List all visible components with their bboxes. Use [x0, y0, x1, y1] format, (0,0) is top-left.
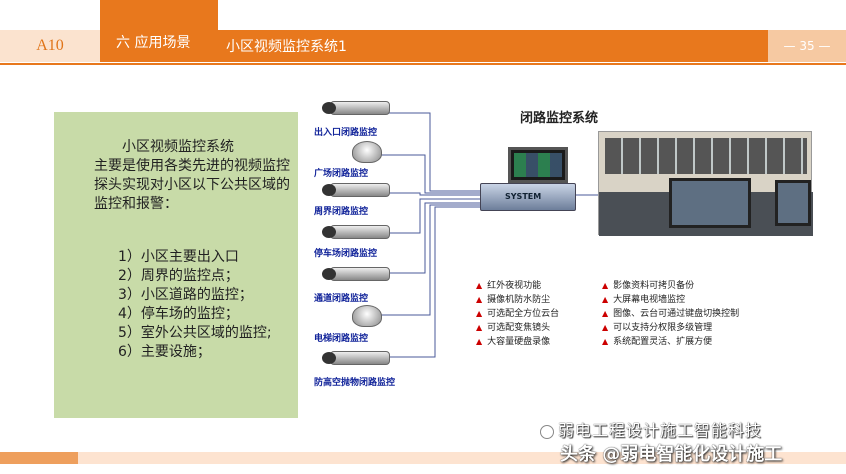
- header-divider: [0, 63, 846, 65]
- feature-item: ▲图像、云台可通过键盘切换控制: [602, 309, 740, 319]
- camera-label: 广场闭路监控: [314, 169, 369, 179]
- camera-icon: [322, 349, 402, 375]
- feature-item: ▲大容量硬盘录像: [476, 337, 551, 347]
- intro-panel: 小区视频监控系统 主要是使用各类先进的视频监控探头实现对小区以下公共区域的监控和…: [54, 112, 298, 418]
- camera-icon: [322, 181, 402, 207]
- list-item: 4）停车场的监控；: [118, 306, 239, 322]
- camera-label: 通道闭路监控: [314, 294, 369, 304]
- dome-camera-icon: [322, 141, 402, 167]
- page-number: — 35 —: [768, 30, 846, 62]
- camera-icon: [322, 265, 402, 291]
- intro-text: 小区视频监控系统 主要是使用各类先进的视频监控探头实现对小区以下公共区域的监控和…: [94, 138, 290, 214]
- cctv-diagram: 闭路监控系统 出入口闭路监控 广场闭路监控 周界闭路监控 停车场闭路监控 通道闭…: [300, 95, 820, 395]
- camera-icon: [322, 223, 402, 249]
- watermark-toutiao: 头条 @弱电智能化设计施工: [560, 444, 783, 465]
- intro-heading: 小区视频监控系统: [122, 139, 234, 155]
- camera-label: 防高空抛物闭路监控: [314, 378, 396, 388]
- control-room-image: [598, 131, 813, 236]
- list-item: 5）室外公共区域的监控;: [118, 325, 272, 341]
- slide-title: 小区视频监控系统1: [218, 30, 768, 62]
- connection-lines: [380, 112, 600, 358]
- monitor-icon: [508, 147, 568, 183]
- camera-icon: [322, 99, 402, 125]
- list-item: 1）小区主要出入口: [118, 249, 239, 265]
- feature-item: ▲红外夜视功能: [476, 281, 542, 291]
- features-right: ▲影像资料可拷贝备份 ▲大屏幕电视墙监控 ▲图像、云台可通过键盘切换控制 ▲可以…: [602, 279, 739, 349]
- scope-list: 1）小区主要出入口 2）周界的监控点； 3）小区道路的监控； 4）停车场的监控；…: [118, 248, 272, 362]
- dome-camera-icon: [322, 305, 402, 331]
- feature-item: ▲影像资料可拷贝备份: [602, 281, 695, 291]
- feature-item: ▲可选配变焦镜头: [476, 323, 551, 333]
- camera-label: 停车场闭路监控: [314, 249, 378, 259]
- list-item: 2）周界的监控点；: [118, 268, 239, 284]
- dvr-recorder-icon: SYSTEM: [480, 183, 576, 211]
- camera-label: 电梯闭路监控: [314, 334, 369, 344]
- feature-item: ▲系统配置灵活、扩展方便: [602, 337, 713, 347]
- feature-item: ▲可以支持分权限多级管理: [602, 323, 713, 333]
- diagram-title: 闭路监控系统: [520, 111, 599, 126]
- feature-item: ▲可选配全方位云台: [476, 309, 560, 319]
- footer-bar: [0, 452, 846, 464]
- intro-body: 主要是使用各类先进的视频监控探头实现对小区以下公共区域的监控和报警：: [94, 158, 290, 212]
- list-item: 6）主要设施；: [118, 344, 211, 360]
- dvr-label: SYSTEM: [505, 192, 542, 201]
- watermark-account: 弱电工程设计施工智能科技: [540, 417, 762, 441]
- slide-code: A10: [0, 30, 100, 62]
- slide-header: A10 六 应用场景 小区视频监控系统1 — 35 —: [0, 0, 846, 65]
- features-left: ▲红外夜视功能 ▲摄像机防水防尘 ▲可选配全方位云台 ▲可选配变焦镜头 ▲大容量…: [476, 279, 559, 349]
- footer-accent: [0, 452, 78, 464]
- feature-item: ▲大屏幕电视墙监控: [602, 295, 686, 305]
- camera-label: 出入口闭路监控: [314, 128, 378, 138]
- camera-label: 周界闭路监控: [314, 207, 369, 217]
- section-title: 六 应用场景: [100, 0, 218, 62]
- wechat-icon: [540, 424, 554, 439]
- feature-item: ▲摄像机防水防尘: [476, 295, 551, 305]
- list-item: 3）小区道路的监控；: [118, 287, 253, 303]
